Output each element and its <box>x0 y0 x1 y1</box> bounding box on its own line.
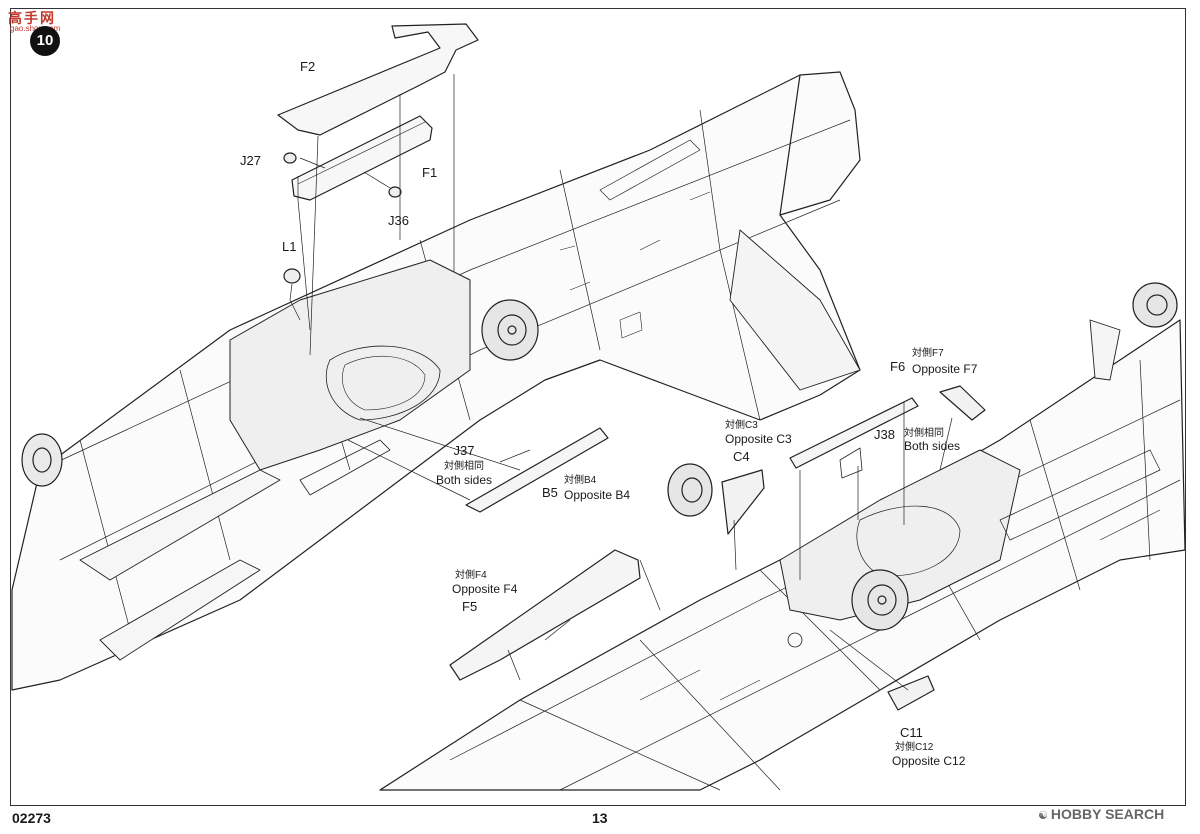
label-f5: F5 <box>462 599 478 614</box>
part-j36 <box>388 186 402 198</box>
fuselage-upper-left <box>11 71 861 691</box>
label-c4: C4 <box>733 449 750 464</box>
label-c11: C11 <box>900 725 923 740</box>
label-b5-cn: 対側B4 <box>564 475 597 486</box>
fuselage-lower-right <box>379 282 1186 791</box>
label-f2: F2 <box>300 59 316 74</box>
brand-text: HOBBY SEARCH <box>1050 806 1165 822</box>
watermark-logo: 高手网 <box>8 10 56 26</box>
part-c4 <box>721 469 765 535</box>
part-f1-door <box>291 115 433 201</box>
label-f7-en: Opposite F7 <box>912 362 978 376</box>
label-j36: J36 <box>388 213 409 228</box>
label-j27: J27 <box>240 153 261 168</box>
part-l1 <box>283 268 301 284</box>
label-f4-cn: 対側F4 <box>455 570 487 581</box>
part-c11 <box>887 675 935 711</box>
brand-mark-icon: ☯ <box>1038 810 1048 822</box>
part-j38 <box>939 385 986 421</box>
guide-lines-upper <box>289 74 521 501</box>
label-c3-en: Opposite C3 <box>725 432 792 446</box>
label-f4-en: Opposite F4 <box>452 582 518 596</box>
step-number-badge: 10 <box>30 26 60 56</box>
part-f5-panel <box>449 549 641 681</box>
page-number: 13 <box>592 810 608 826</box>
label-c3-cn: 対側C3 <box>725 420 758 431</box>
guide-lines-lower <box>507 402 953 691</box>
label-j37-cn: 対側相同 <box>444 461 484 472</box>
part-f6-strip <box>789 397 919 469</box>
part-b5-panel <box>465 427 609 513</box>
part-f2-door <box>277 23 479 136</box>
label-f6: F6 <box>890 359 906 374</box>
kit-number: 02273 <box>12 810 51 826</box>
label-f7-cn: 対側F7 <box>912 348 944 359</box>
label-b5: B5 <box>542 485 558 500</box>
label-c12-en: Opposite C12 <box>892 754 966 768</box>
label-f1: F1 <box>422 165 438 180</box>
brand-watermark: ☯HOBBY SEARCH <box>1038 806 1164 822</box>
label-j37: J37 <box>453 443 475 458</box>
label-c12-cn: 対側C12 <box>895 742 934 753</box>
label-b5-en: Opposite B4 <box>564 488 631 502</box>
label-j38-cn: 対側相同 <box>904 428 944 439</box>
label-j38-en: Both sides <box>904 439 961 453</box>
label-j38: J38 <box>874 427 895 442</box>
part-j27 <box>283 152 297 164</box>
label-l1: L1 <box>282 239 297 254</box>
label-j37-en: Both sides <box>435 473 493 487</box>
